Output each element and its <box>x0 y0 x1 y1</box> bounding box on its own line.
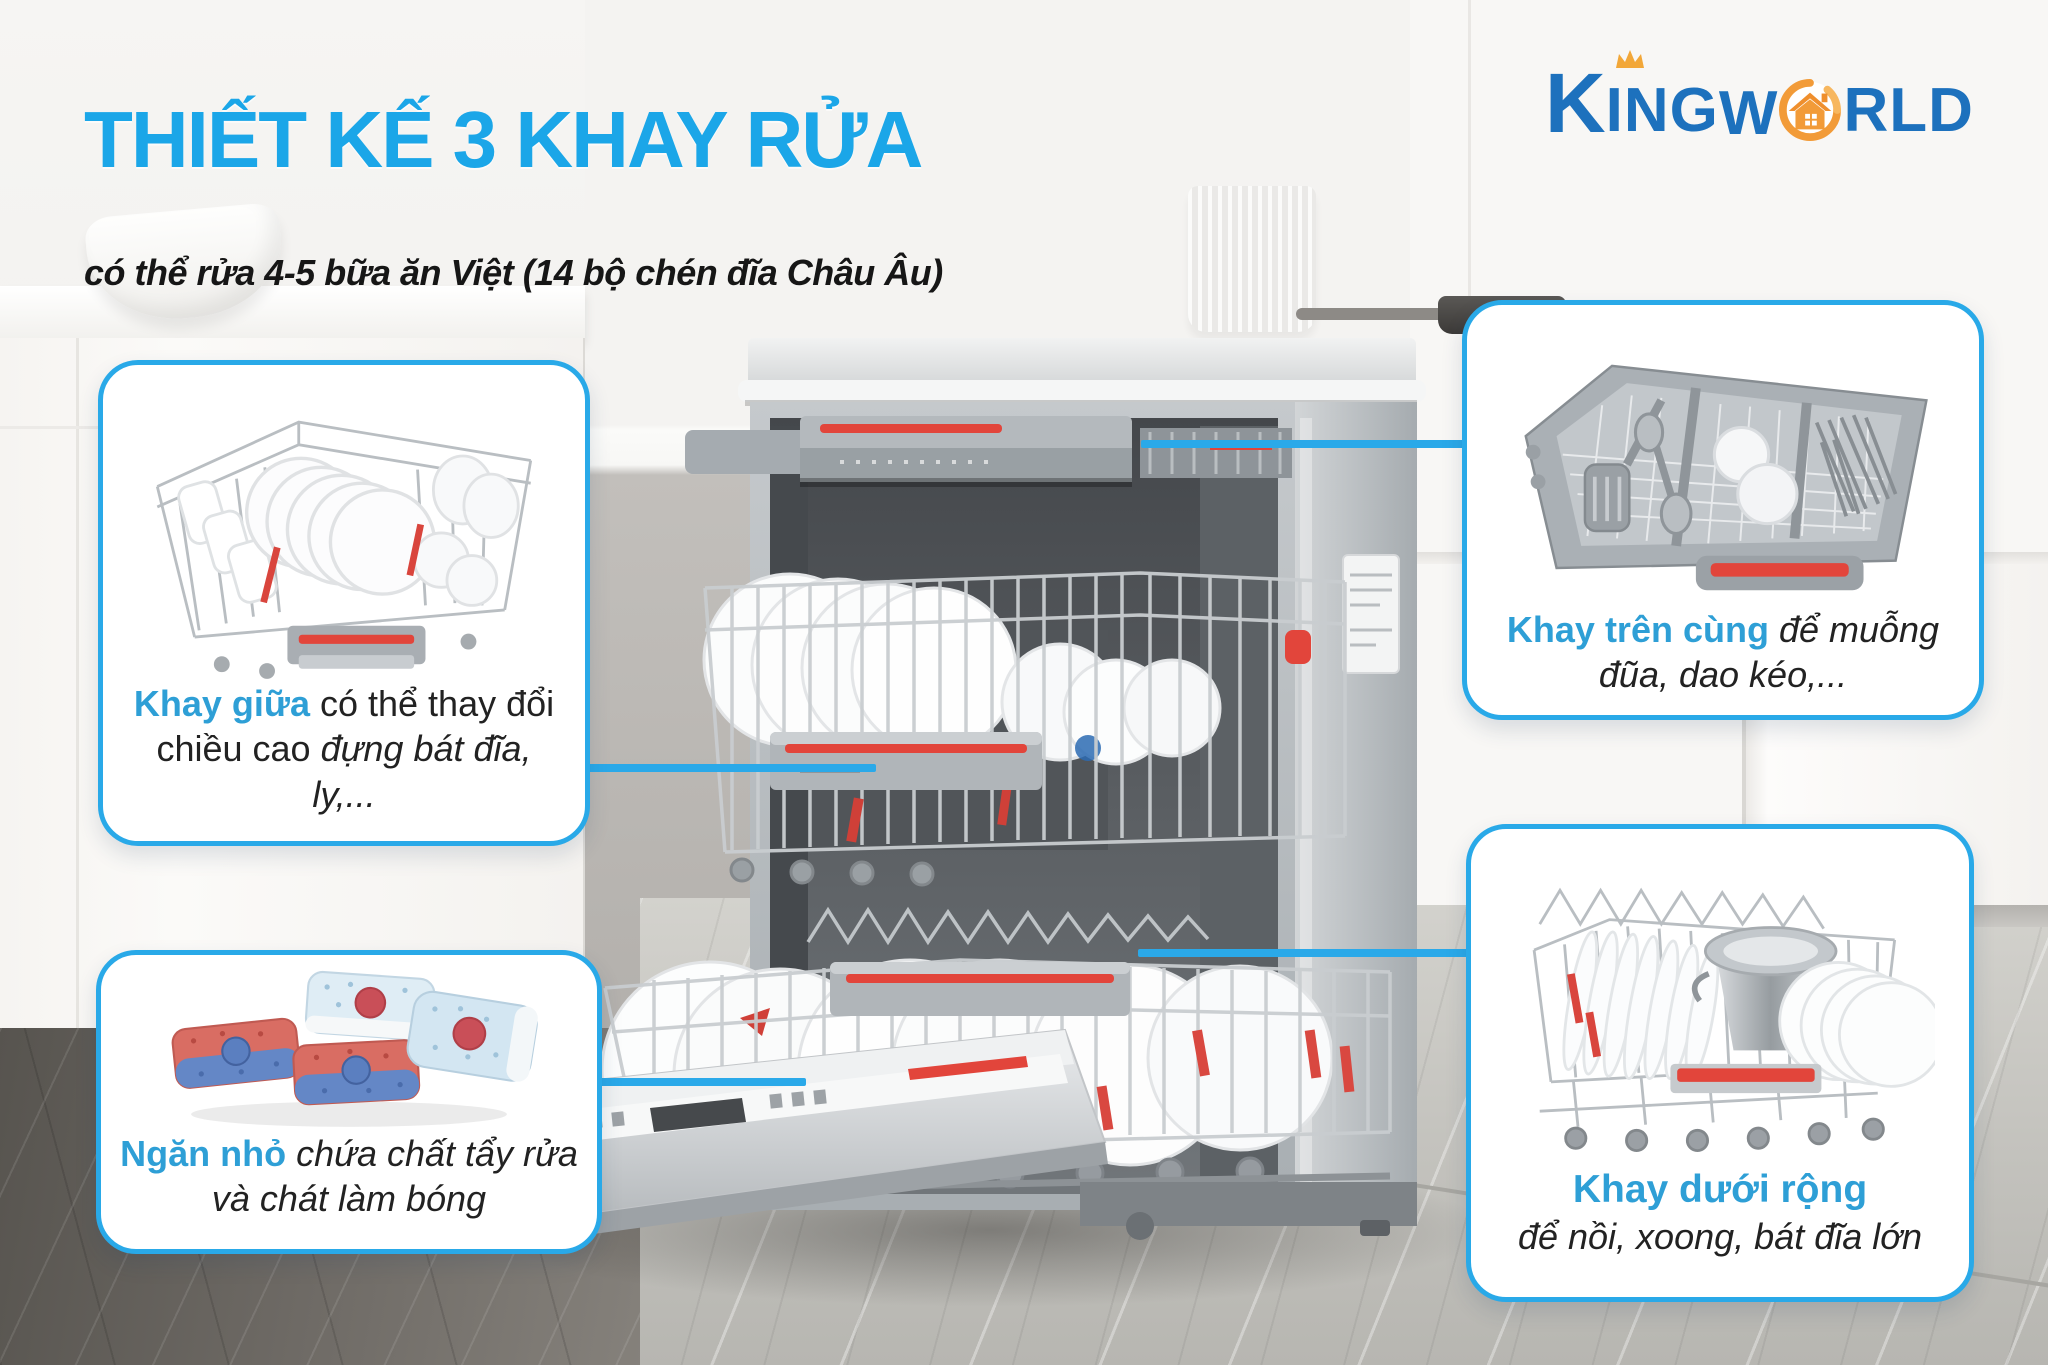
counter-glass <box>1188 186 1316 332</box>
callout-bottom-italic: để nồi, xoong, bát đĩa lớn <box>1517 1216 1923 1258</box>
dishwasher-illustration <box>453 338 1426 1240</box>
callout-middle-caption: Khay giữa có thể thay đổi chiều cao đựng… <box>121 681 567 817</box>
callout-top-highlight: Khay trên cùng <box>1506 609 1769 650</box>
connector-line-dispenser <box>594 1078 806 1086</box>
callout-top-tray: Khay trên cùng để muỗng đũa, dao kéo,... <box>1462 300 1984 720</box>
connector-line-top-tray <box>1141 440 1471 448</box>
callout-top-italic: để muỗng đũa, dao kéo,... <box>1598 609 1940 696</box>
logo-letter-w: W <box>1718 78 1778 148</box>
callout-middle-normal: có thể thay đổi chiều cao <box>156 683 555 770</box>
top-tray-illustration <box>1524 364 1928 591</box>
top-cutlery-tray <box>685 416 1292 487</box>
logo-letter-k: K <box>1545 55 1606 150</box>
wall-tile-seam <box>1468 0 1471 560</box>
logo-letters-rld: RLD <box>1843 76 1974 145</box>
callout-middle-tray: Khay giữa có thể thay đổi chiều cao đựng… <box>98 360 590 846</box>
page-subtitle: có thể rửa 4-5 bữa ăn Việt (14 bộ chén đ… <box>84 252 943 293</box>
logo-letters-ing: ING <box>1605 76 1719 145</box>
callout-dispenser-caption: Ngăn nhỏ chứa chất tẩy rửa và chát làm b… <box>119 1131 579 1222</box>
callout-top-caption: Khay trên cùng để muỗng đũa, dao kéo,... <box>1485 607 1961 698</box>
pan-handle <box>1296 308 1446 320</box>
house-globe-icon <box>1779 79 1842 141</box>
callout-middle-italic: đựng bát đĩa, ly,... <box>312 728 532 815</box>
bottom-tray-illustration <box>1532 887 1935 1153</box>
middle-tray-illustration <box>155 420 533 679</box>
callout-dispenser-highlight: Ngăn nhỏ <box>120 1133 287 1174</box>
connector-line-bottom-tray <box>1138 949 1472 957</box>
crown-icon <box>1616 50 1644 68</box>
callout-bottom-caption: Khay dưới rộng để nồi, xoong, bát đĩa lớn <box>1518 1165 1922 1259</box>
callout-dispenser: Ngăn nhỏ chứa chất tẩy rửa và chát làm b… <box>96 950 602 1254</box>
callout-dispenser-italic: chứa chất tẩy rửa và chát làm bóng <box>211 1133 578 1220</box>
callout-bottom-tray: Khay dưới rộng để nồi, xoong, bát đĩa lớn <box>1466 824 1974 1302</box>
callout-middle-highlight: Khay giữa <box>133 683 310 724</box>
detergent-tablets-illustration <box>171 970 538 1127</box>
callout-bottom-highlight: Khay dưới rộng <box>1572 1168 1868 1211</box>
connector-line-middle-tray <box>584 764 876 772</box>
page-title: THIẾT KẾ 3 KHAY RỬA <box>84 95 923 184</box>
middle-rack <box>702 571 1347 887</box>
kitchen-counter <box>0 286 585 338</box>
